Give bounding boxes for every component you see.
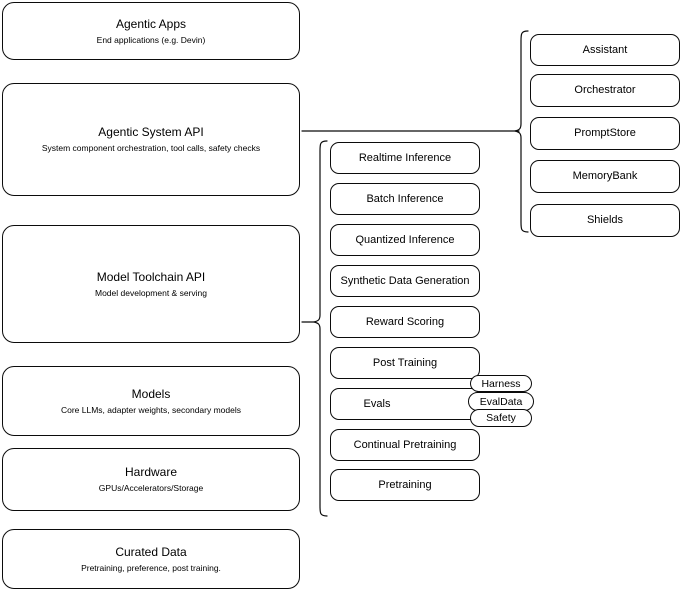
layer-title: Hardware: [124, 465, 178, 479]
layer-subtitle: GPUs/Accelerators/Storage: [98, 483, 204, 493]
component-box-batch-inference[interactable]: Batch Inference: [330, 183, 480, 215]
component-box-quantized-inference[interactable]: Quantized Inference: [330, 224, 480, 256]
layer-box-curated-data[interactable]: Curated Data Pretraining, preference, po…: [2, 529, 300, 589]
layer-box-models[interactable]: Models Core LLMs, adapter weights, secon…: [2, 366, 300, 436]
layer-title: Agentic System API: [98, 125, 204, 139]
brace-agentic-system: [514, 30, 529, 233]
component-box-evals[interactable]: Evals: [330, 388, 480, 420]
layer-subtitle: Model development & serving: [95, 287, 207, 298]
component-box-realtime-inference[interactable]: Realtime Inference: [330, 142, 480, 174]
layer-title: Agentic Apps: [115, 16, 187, 31]
component-box-assistant[interactable]: Assistant: [530, 34, 680, 66]
layer-subtitle: Core LLMs, adapter weights, secondary mo…: [60, 404, 241, 415]
layer-subtitle: System component orchestration, tool cal…: [41, 143, 261, 153]
layer-box-model-toolchain-api[interactable]: Model Toolchain API Model development & …: [2, 225, 300, 343]
component-box-synthetic-data-generation[interactable]: Synthetic Data Generation: [330, 265, 480, 297]
component-box-reward-scoring[interactable]: Reward Scoring: [330, 306, 480, 338]
brace-model-toolchain: [313, 140, 328, 517]
layer-box-agentic-system-api[interactable]: Agentic System API System component orch…: [2, 83, 300, 196]
layer-subtitle: Pretraining, preference, post training.: [81, 562, 221, 573]
tag-badge-safety[interactable]: Safety: [470, 409, 532, 427]
component-box-pretraining[interactable]: Pretraining: [330, 469, 480, 501]
component-box-promptstore[interactable]: PromptStore: [530, 117, 680, 150]
component-box-shields[interactable]: Shields: [530, 204, 680, 237]
component-box-memorybank[interactable]: MemoryBank: [530, 160, 680, 193]
layer-title: Models: [131, 386, 171, 401]
layer-box-hardware[interactable]: Hardware GPUs/Accelerators/Storage: [2, 448, 300, 511]
layer-title: Model Toolchain API: [96, 269, 206, 284]
component-box-post-training[interactable]: Post Training: [330, 347, 480, 379]
component-box-orchestrator[interactable]: Orchestrator: [530, 74, 680, 107]
tag-badge-harness[interactable]: Harness: [470, 375, 532, 392]
layer-box-agentic-apps[interactable]: Agentic Apps End applications (e.g. Devi…: [2, 2, 300, 60]
layer-subtitle: End applications (e.g. Devin): [96, 34, 206, 45]
layer-title: Curated Data: [115, 544, 187, 559]
component-box-continual-pretraining[interactable]: Continual Pretraining: [330, 429, 480, 461]
